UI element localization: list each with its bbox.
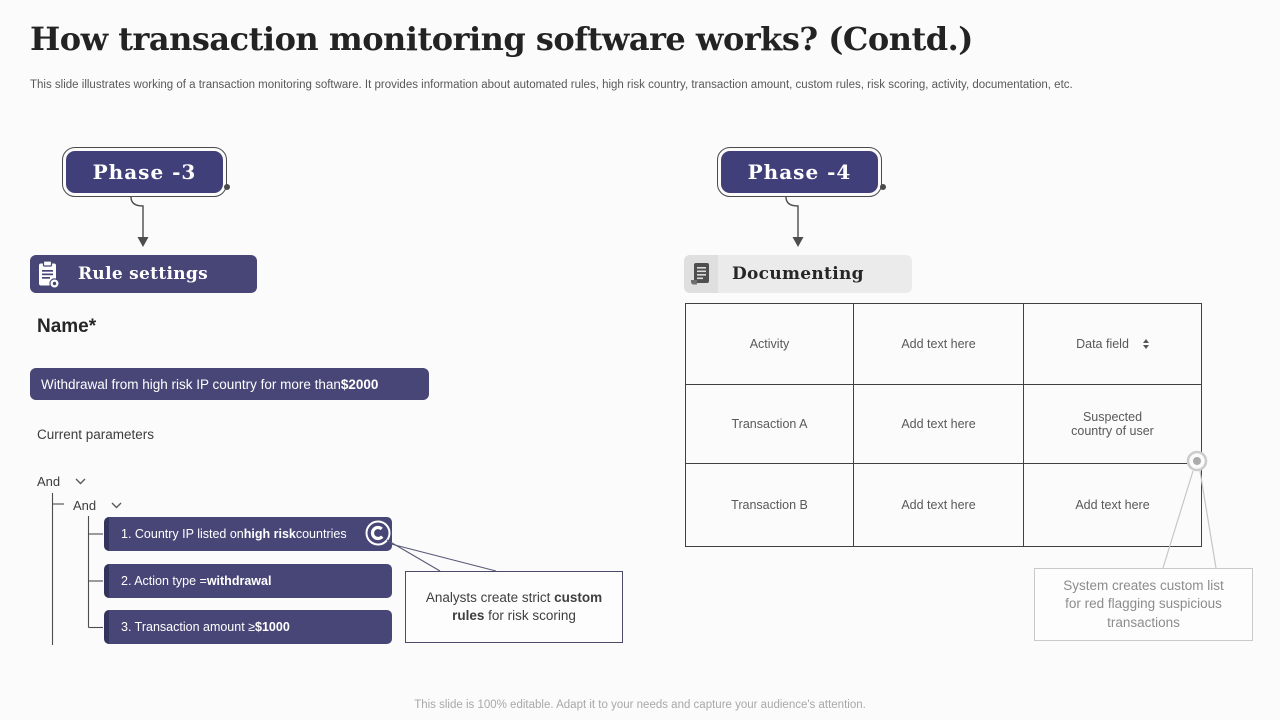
callout-left-bold: custom rules xyxy=(452,589,603,623)
target-icon[interactable] xyxy=(364,519,392,547)
rule-settings-label: Rule settings xyxy=(78,264,208,284)
phase-4-arrow xyxy=(785,196,799,238)
phase-4-badge: Phase -4 xyxy=(717,147,882,197)
chevron-down-icon[interactable] xyxy=(75,478,86,485)
callout-right-text: System creates custom list for red flagg… xyxy=(1063,578,1224,630)
table-cell: Add text here xyxy=(1075,498,1150,512)
page-subtitle: This slide illustrates working of a tran… xyxy=(30,79,1073,91)
scroll-icon xyxy=(684,255,718,293)
documenting-table: Activity Add text here Data field Transa… xyxy=(685,303,1202,547)
and-operator-2[interactable]: And xyxy=(73,498,122,513)
rule-name-pill[interactable]: Withdrawal from high risk IP country for… xyxy=(30,368,429,400)
table-cell: Add text here xyxy=(854,385,1024,464)
phase-3-badge: Phase -3 xyxy=(62,147,227,197)
rule-1-bold: high risk xyxy=(243,527,296,541)
red-flag-callout: System creates custom list for red flagg… xyxy=(1034,568,1253,641)
rule-2-text: 2. Action type = xyxy=(121,574,207,588)
footer-note: This slide is 100% editable. Adapt it to… xyxy=(414,699,866,711)
table-header-add-text: Add text here xyxy=(854,304,1024,385)
table-header-data-field: Data field xyxy=(1024,304,1201,385)
rule-box-1[interactable]: 1. Country IP listed on high risk countr… xyxy=(104,517,392,551)
condition-tree-lines xyxy=(51,493,103,645)
custom-rules-callout: Analysts create strict custom rules for … xyxy=(405,571,623,643)
left-callout-leaders xyxy=(386,539,497,572)
callout-left-text: Analysts create strict xyxy=(425,589,555,605)
rule-settings-header: Rule settings xyxy=(30,255,257,293)
clipboard-gear-icon xyxy=(30,255,68,293)
rule-3-bold: $1000 xyxy=(255,620,290,634)
callout-left-text-post: for risk scoring xyxy=(484,608,576,623)
rule-box-2[interactable]: 2. Action type = withdrawal xyxy=(104,564,392,598)
table-cell-suspected-country: Suspected country of user xyxy=(1024,385,1201,464)
data-field-label: Data field xyxy=(1076,337,1129,351)
phase-3-badge-dot xyxy=(224,184,230,190)
rule-box-3[interactable]: 3. Transaction amount ≥ $1000 xyxy=(104,610,392,644)
and-operator-1-label: And xyxy=(37,474,61,489)
documenting-label: Documenting xyxy=(732,264,864,284)
sort-arrows-icon[interactable] xyxy=(1142,339,1149,349)
page-title: How transaction monitoring software work… xyxy=(30,20,973,58)
name-field-label: Name* xyxy=(37,316,97,337)
phase-3-badge-label: Phase -3 xyxy=(66,151,223,193)
table-cell: Add text here xyxy=(854,464,1024,546)
table-header-activity: Activity xyxy=(686,304,854,385)
chevron-down-icon[interactable] xyxy=(111,502,122,509)
rule-2-bold: withdrawal xyxy=(206,574,272,588)
table-cell-transaction-a: Transaction A xyxy=(686,385,854,464)
rule-name-text: Withdrawal from high risk IP country for… xyxy=(41,376,341,392)
current-parameters-label: Current parameters xyxy=(37,427,155,442)
rule-3-text: 3. Transaction amount ≥ xyxy=(121,620,256,634)
phase-4-badge-dot xyxy=(880,184,886,190)
phase-4-badge-label: Phase -4 xyxy=(721,151,878,193)
rule-name-amount: $2000 xyxy=(340,376,379,392)
phase-4-arrowhead xyxy=(792,237,804,247)
table-cell-transaction-b: Transaction B xyxy=(686,464,854,546)
phase-3-arrow xyxy=(130,196,144,238)
and-operator-2-label: And xyxy=(73,498,97,513)
phase-3-arrowhead xyxy=(137,237,149,247)
rule-1-text-post: countries xyxy=(295,527,347,541)
rule-1-text: 1. Country IP listed on xyxy=(121,527,244,541)
and-operator-1[interactable]: And xyxy=(37,474,86,489)
documenting-header: Documenting xyxy=(684,255,912,293)
